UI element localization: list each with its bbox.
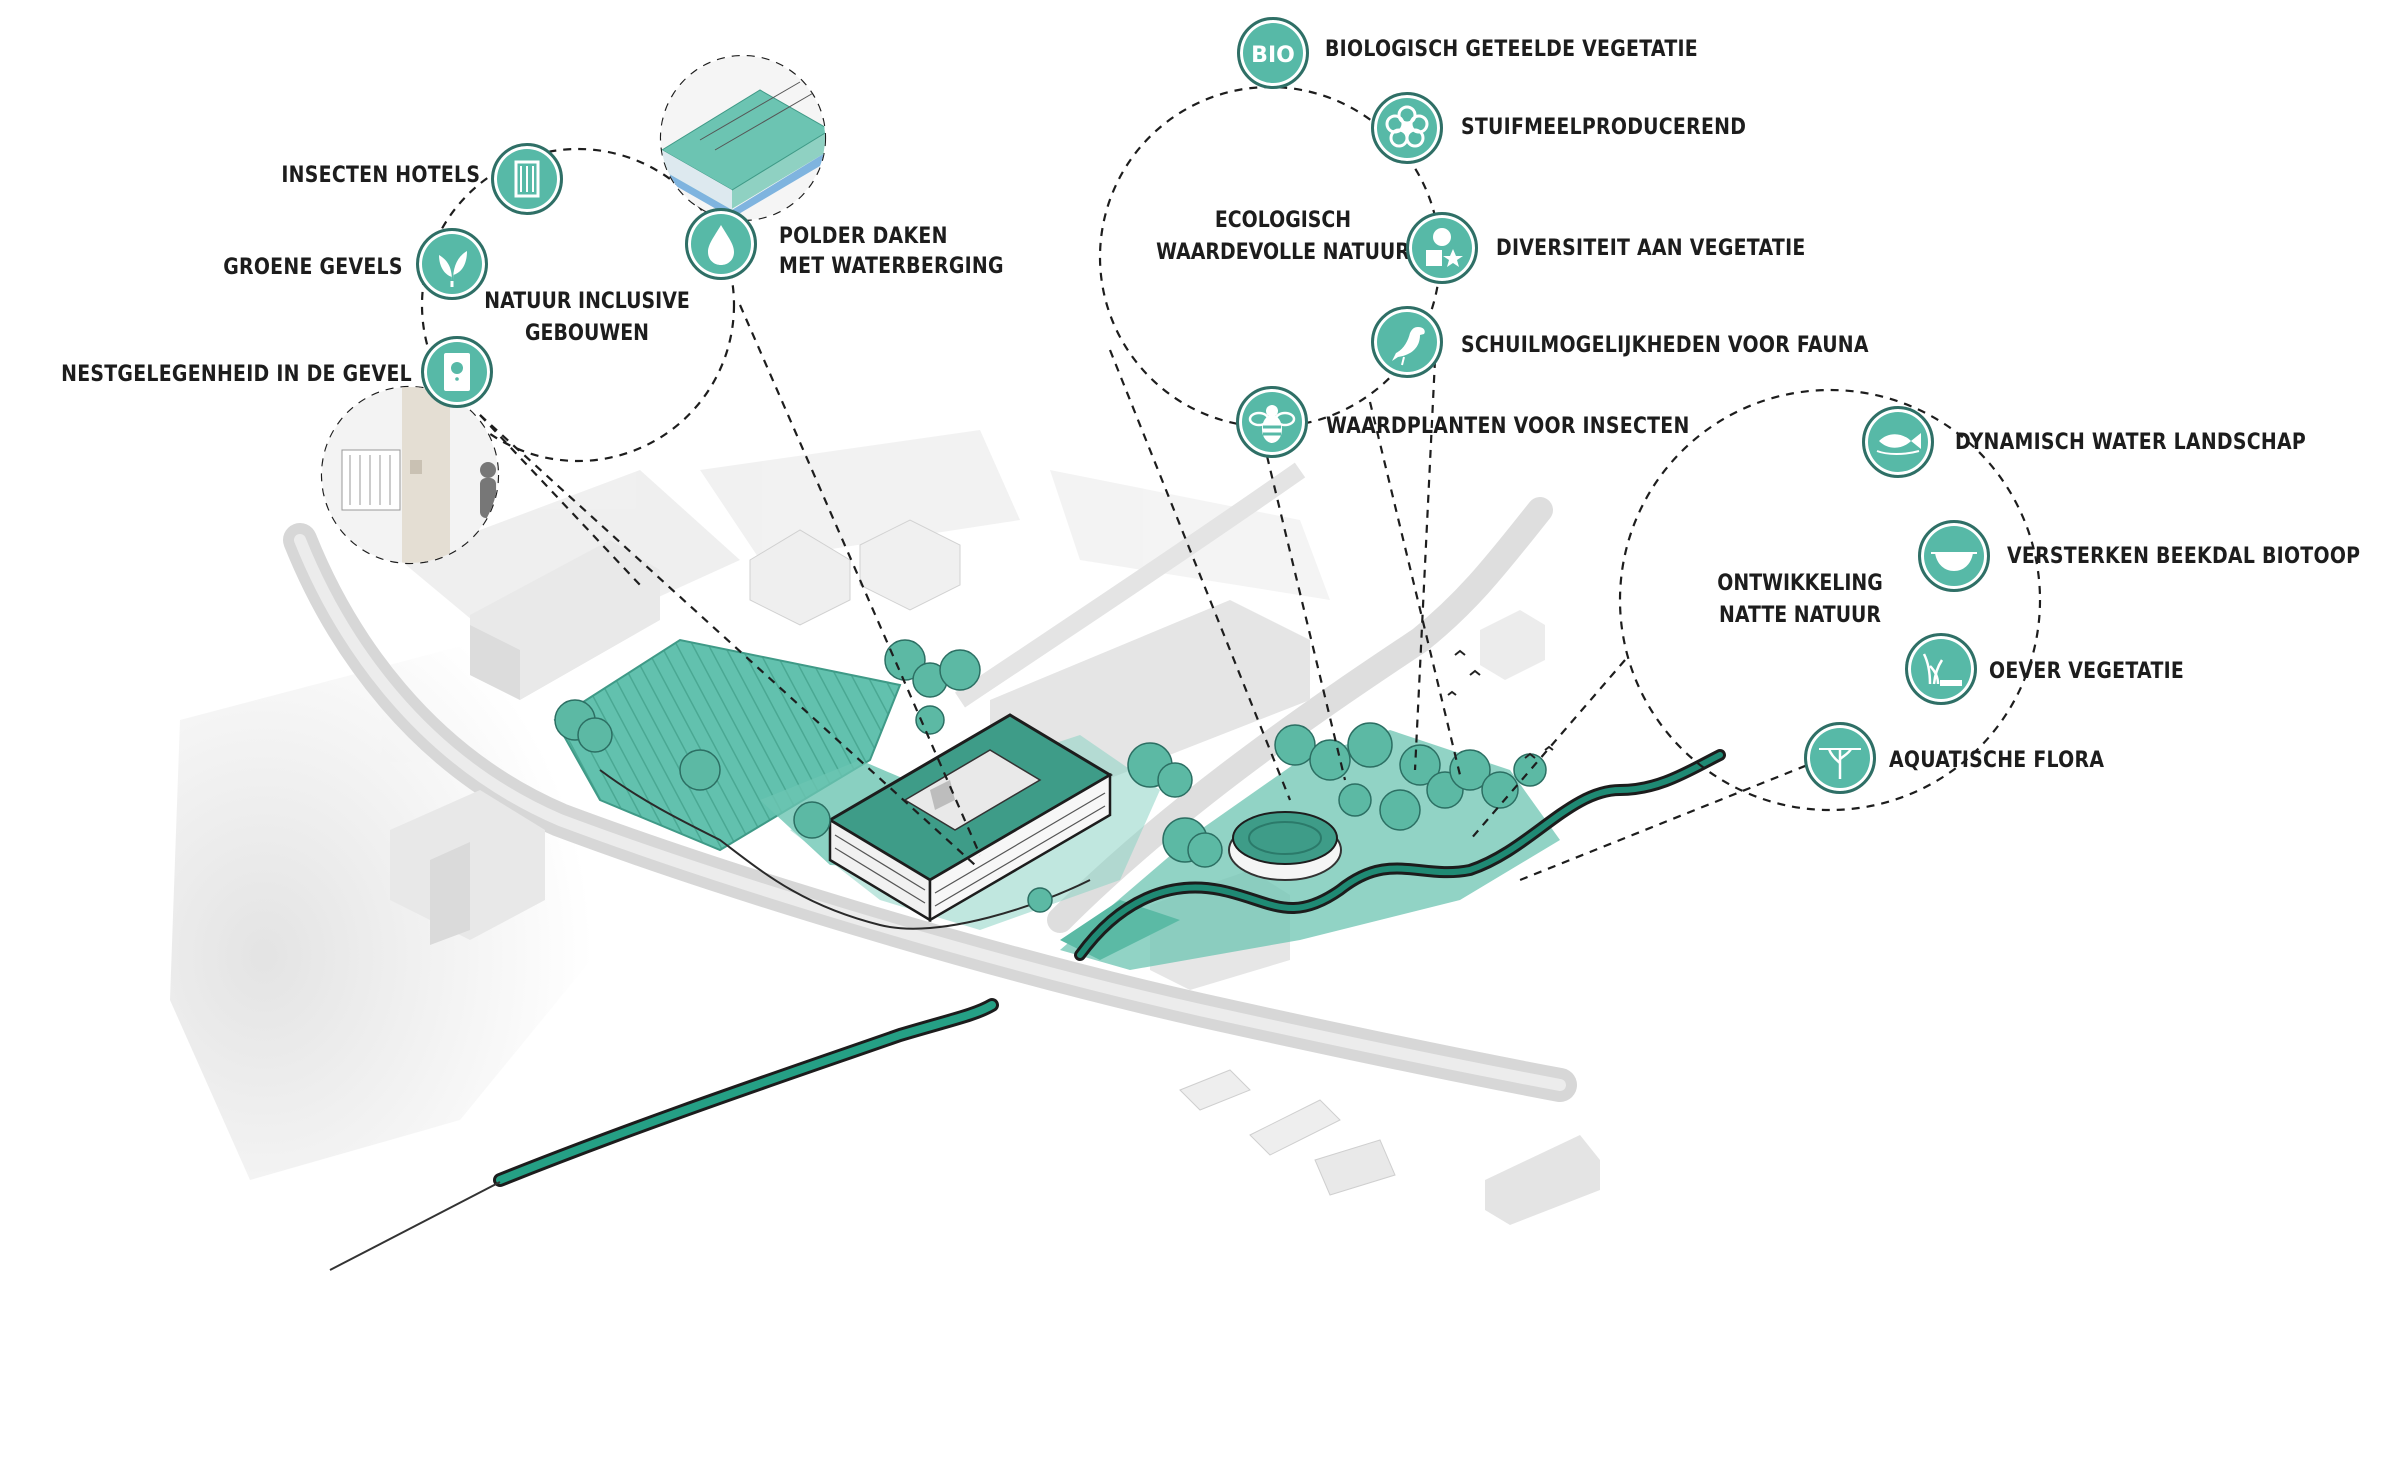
label-nesting: NESTGELEGENHEID IN DE GEVEL [61, 362, 412, 387]
label-dynamic-water: DYNAMISCH WATER LANDSCHAP [1955, 430, 2307, 455]
label-diversity: DIVERSITEIT AAN VEGETATIE [1496, 236, 1806, 261]
nest-detail-vignette [322, 387, 498, 563]
title-line: ECOLOGISCH [1214, 208, 1352, 233]
group-title-buildings: NATUUR INCLUSIVE GEBOUWEN [484, 286, 690, 350]
bird-icon [1371, 306, 1443, 378]
label-line: MET WATERBERGING [779, 254, 1004, 279]
title-line: NATTE NATUUR [1719, 603, 1881, 628]
label-green-facades: GROENE GEVELS [223, 255, 403, 280]
label-insect-hotels: INSECTEN HOTELS [281, 163, 480, 188]
stream [329, 749, 1726, 1271]
bee-icon [1236, 386, 1308, 458]
title-line: ONTWIKKELING [1717, 571, 1883, 596]
water-basin-icon [1918, 520, 1990, 592]
roof-detail-vignette [661, 56, 825, 220]
title-line: WAARDEVOLLE NATUUR [1156, 240, 1410, 265]
flower-icon [1371, 92, 1443, 164]
label-bank-vegetation: OEVER VEGETATIE [1989, 659, 2185, 684]
label-bio: BIOLOGISCH GETEELDE VEGETATIE [1325, 37, 1698, 62]
bio-badge-text: BIO [1251, 43, 1295, 68]
label-polder-roofs: POLDER DAKEN MET WATERBERGING [779, 222, 1004, 282]
bio-badge-icon: BIO [1237, 17, 1309, 89]
label-line: POLDER DAKEN [779, 224, 948, 249]
group-title-ecology: ECOLOGISCH WAARDEVOLLE NATUUR [1156, 205, 1410, 269]
leaf-icon [416, 228, 488, 300]
birds [1447, 649, 1554, 759]
insect-hotel-icon [491, 143, 563, 215]
central-building [827, 713, 1113, 923]
group-title-wetland: ONTWIKKELING NATTE NATUUR [1717, 568, 1882, 632]
label-brook-valley: VERSTERKEN BEEKDAL BIOTOOP [2007, 544, 2361, 569]
nest-box-icon [421, 336, 493, 408]
trees [554, 639, 1547, 913]
label-shelter: SCHUILMOGELIJKHEDEN VOOR FAUNA [1461, 333, 1869, 358]
reed-icon [1905, 633, 1977, 705]
water-drop-icon [685, 208, 757, 280]
fish-icon [1862, 406, 1934, 478]
label-pollen: STUIFMEELPRODUCEREND [1461, 115, 1747, 140]
label-aquatic-flora: AQUATISCHE FLORA [1889, 748, 2105, 773]
label-host-plants: WAARDPLANTEN VOOR INSECTEN [1326, 414, 1690, 439]
title-line: NATUUR INCLUSIVE [484, 289, 690, 314]
round-water-basin [1228, 811, 1342, 881]
title-line: GEBOUWEN [525, 321, 649, 346]
aquatic-plant-icon [1804, 722, 1876, 794]
shapes-icon [1406, 212, 1478, 284]
